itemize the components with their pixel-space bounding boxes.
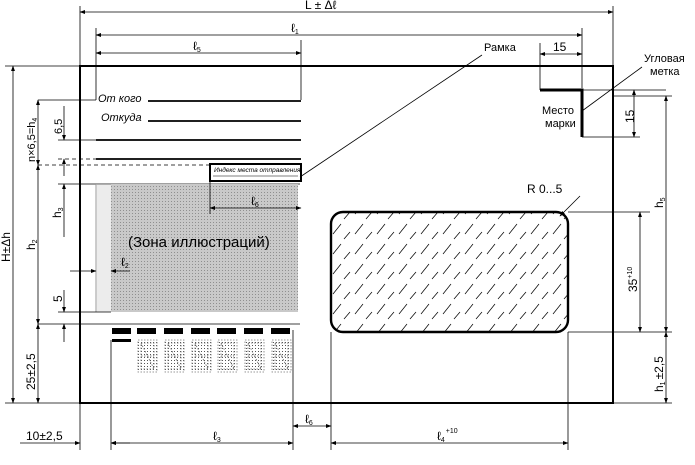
- bottom-zone-label: 25±2,5: [24, 353, 38, 390]
- sender-index-label: Индекс места отправления: [214, 166, 301, 174]
- index-bar-1: [112, 328, 131, 334]
- envelope-outline: [79, 65, 614, 404]
- frame-label: Рамка: [484, 42, 517, 54]
- frame-leader: [299, 54, 483, 178]
- height-label: H±Δh: [0, 232, 13, 262]
- stamp-height-label: 15: [623, 109, 637, 123]
- index-bar-underline: [112, 339, 131, 342]
- radius-label: R 0...5: [527, 182, 563, 196]
- index-bar-2: [137, 328, 156, 334]
- h1-label: h1±2,5: [652, 356, 667, 392]
- sender-index-frame: [209, 163, 302, 182]
- h2-label: h2: [24, 239, 39, 250]
- h3-label: h3: [50, 207, 65, 218]
- stamp-place-label-1: Место: [542, 105, 574, 117]
- index-bar-4: [191, 328, 210, 334]
- radius-leader: [559, 195, 581, 217]
- left-margin-label: 10±2,5: [26, 429, 63, 443]
- line-pitch-label: 6,5: [53, 119, 65, 134]
- l3-label: ℓ3: [213, 429, 221, 444]
- stamp-width-label: 15: [553, 40, 567, 54]
- from-where-label: Откуда: [101, 112, 142, 124]
- index-bar-3: [164, 328, 183, 334]
- index-bar-6: [244, 328, 263, 334]
- recipient-window: [329, 210, 570, 334]
- index-bar-5: [217, 328, 236, 334]
- l5-label: ℓ5: [193, 39, 201, 54]
- n-lines-label: n×6,5=h4: [26, 118, 39, 162]
- h5-label: h5: [652, 197, 667, 208]
- window-height-label: 35+10: [626, 267, 640, 292]
- corner-mark-label-1: Угловая: [644, 53, 685, 65]
- corner-mark-label-2: метка: [650, 66, 680, 78]
- corner-mark-leader: [581, 66, 643, 112]
- five-label: 5: [51, 295, 65, 302]
- l1-label: ℓ1: [291, 21, 299, 36]
- l6-bottom-label: ℓ6: [305, 412, 313, 427]
- stamp-place-label-2: марки: [545, 118, 576, 130]
- l6-top-label: ℓ6: [251, 194, 259, 209]
- index-digit-strokes: [140, 342, 289, 370]
- l2-label: ℓ2: [121, 255, 129, 270]
- illustration-zone-tail: [96, 184, 111, 312]
- index-digit-boxes: [137, 339, 292, 373]
- overall-length-label: L ± Δℓ: [305, 0, 336, 12]
- index-bars: [112, 328, 290, 342]
- illustration-zone-label: (Зона иллюстраций): [128, 234, 270, 251]
- illustration-zone-dots: [111, 184, 298, 312]
- index-bar-7: [271, 328, 290, 334]
- l4-label: ℓ4+10: [437, 428, 458, 444]
- from-whom-label: От кого: [98, 93, 142, 105]
